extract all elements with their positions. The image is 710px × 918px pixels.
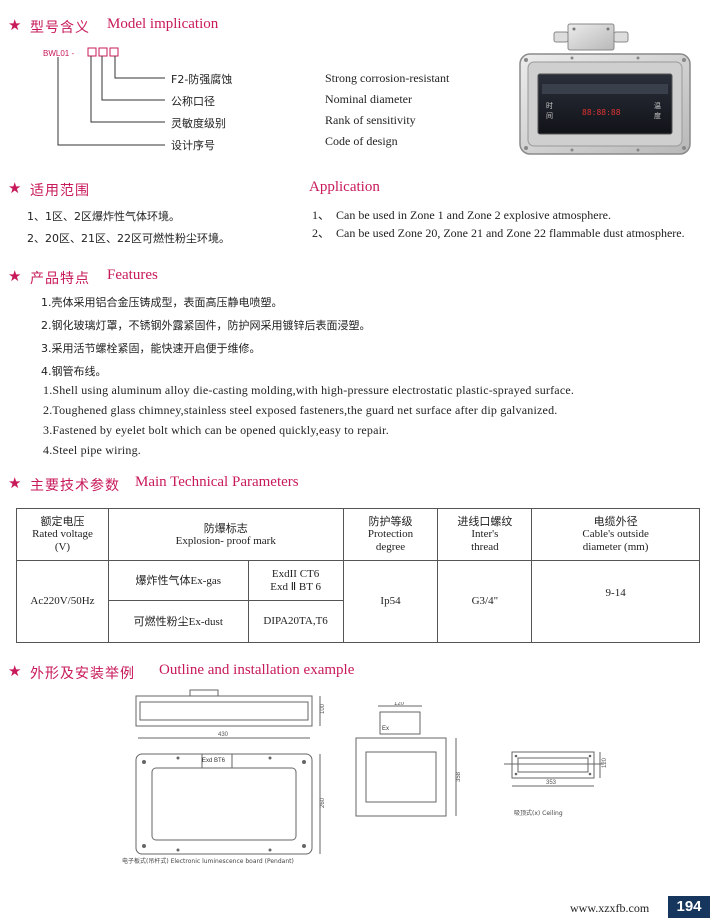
dim-120a: 120 (394, 702, 405, 707)
outline-drawing-side: 120 Ex 358 (355, 702, 462, 817)
application-item-en: 1、Can be used in Zone 1 and Zone 2 explo… (312, 208, 611, 222)
application-item-en: 2、Can be used Zone 20, Zone 21 and Zone … (312, 226, 685, 240)
feature-item-en: 2.Toughened glass chimney,stainless stee… (43, 403, 558, 417)
header-explosion-mark: 防爆标志 Explosion- proof mark (107, 508, 344, 561)
model-item-cn-2: 公称口径 (171, 95, 215, 108)
header-voltage: 额定电压 Rated voltage (V) (16, 508, 109, 561)
model-item-en-2: Nominal diameter (325, 92, 412, 106)
feature-item-cn: 1.壳体采用铝合金压铸成型，表面高压静电喷塑。 (41, 296, 283, 309)
feature-item-cn: 3.采用活节螺栓紧固，能快速开启便于维修。 (41, 342, 261, 355)
cell-dust-label: 可燃性粉尘Ex-dust (107, 600, 249, 643)
side-ex-text: Ex (382, 726, 389, 732)
feature-item-cn: 2.钢化玻璃灯罩，不锈钢外露紧固件，防护网采用镀锌后表面浸塑。 (41, 319, 371, 332)
caption-ceiling: 吸顶式(x) Ceiling (514, 810, 563, 817)
cell-cable-diameter: 9-14 (531, 560, 700, 643)
feature-item-cn: 4.钢管布线。 (41, 365, 107, 378)
caption-pendant: 电子板式(吊杆式) Electronic luminescence board … (122, 858, 294, 865)
plate-text: Exd BT6 (202, 758, 226, 764)
dim-430: 430 (218, 732, 229, 738)
svg-text:88:88:88: 88:88:88 (582, 108, 621, 117)
features-list-cn: 1.壳体采用铝合金压铸成型，表面高压静电喷塑。 2.钢化玻璃灯罩，不锈钢外露紧固… (41, 291, 371, 383)
application-list-cn: 1、1区、2区爆炸性气体环境。 2、20区、21区、22区可燃性粉尘环境。 (27, 206, 230, 250)
table-header-row: 额定电压 Rated voltage (V) 防爆标志 Explosion- p… (16, 508, 700, 561)
application-item-cn: 1、1区、2区爆炸性气体环境。 (27, 210, 180, 223)
star-bullet-icon: ★ (8, 267, 22, 285)
dim-358: 358 (456, 771, 462, 782)
tech-title-en: Main Technical Parameters (135, 474, 299, 490)
tech-title-cn: 主要技术参数 (30, 478, 120, 494)
model-title-cn: 型号含义 (30, 20, 90, 36)
feature-item-en: 1.Shell using aluminum alloy die-casting… (43, 383, 575, 397)
star-bullet-icon: ★ (8, 16, 22, 34)
cell-gas-label: 爆炸性气体Ex-gas (107, 560, 249, 601)
cell-protection: Ip54 (342, 560, 439, 643)
features-title-en: Features (107, 267, 158, 283)
header-thread: 进线口螺纹 Inter's thread (437, 508, 533, 561)
product-photo: 88:88:88 时 间 温 度 (512, 18, 697, 163)
display-label-time-2: 间 (546, 112, 553, 120)
dim-120: 120 (602, 757, 608, 768)
display-label-temp-1: 温 (654, 101, 661, 110)
dim-100: 100 (320, 703, 326, 714)
header-protection: 防护等级 Protection degree (342, 508, 439, 561)
model-item-en-1: Strong corrosion-resistant (325, 71, 450, 85)
table-row-dust: 可燃性粉尘Ex-dust DIPA20TA,T6 (17, 600, 700, 643)
dim-260: 260 (320, 797, 326, 808)
star-bullet-icon: ★ (8, 179, 22, 197)
model-item-cn-3: 灵敏度级别 (171, 117, 226, 130)
star-bullet-icon: ★ (8, 662, 22, 680)
features-list-en: 1.Shell using aluminum alloy die-casting… (43, 380, 574, 460)
model-item-cn-4: 设计序号 (171, 139, 215, 152)
display-label-time-1: 时 (546, 101, 553, 110)
model-code-prefix: BWL01 - (43, 49, 75, 58)
outline-title-cn: 外形及安装举例 (30, 666, 135, 682)
model-item-en-3: Rank of sensitivity (325, 113, 416, 127)
model-item-cn-1: F2-防强腐蚀 (171, 73, 233, 86)
cell-dust-mark: DIPA20TA,T6 (247, 600, 344, 643)
application-list-en: 1、Can be used in Zone 1 and Zone 2 explo… (312, 206, 685, 242)
cell-gas-mark: ExdII CT6 Exd Ⅱ BT 6 (247, 560, 344, 601)
feature-item-en: 3.Fastened by eyelet bolt which can be o… (43, 423, 389, 437)
cell-voltage: Ac220V/50Hz (16, 560, 109, 643)
application-title-en: Application (309, 179, 380, 195)
tech-parameters-table: 额定电压 Rated voltage (V) 防爆标志 Explosion- p… (16, 508, 700, 643)
application-item-cn: 2、20区、21区、22区可燃性粉尘环境。 (27, 232, 230, 245)
feature-item-en: 4.Steel pipe wiring. (43, 443, 141, 457)
model-code-bracket-diagram (57, 47, 165, 146)
model-item-en-4: Code of design (325, 134, 398, 148)
header-cable: 电缆外径 Cable's outside diameter (mm) (531, 508, 700, 561)
table-row-gas: Ac220V/50Hz 爆炸性气体Ex-gas ExdII CT6 Exd Ⅱ … (16, 560, 700, 643)
outline-drawing-pendant: 100 430 Exd BT6 260 (135, 689, 326, 855)
outline-title-en: Outline and installation example (159, 662, 355, 678)
outline-drawing-ceiling: 120 353 (504, 751, 608, 787)
star-bullet-icon: ★ (8, 474, 22, 492)
dim-353: 353 (546, 780, 557, 786)
features-title-cn: 产品特点 (30, 271, 90, 287)
application-title-cn: 适用范围 (30, 183, 90, 199)
page-number: 194 (676, 898, 702, 915)
model-title-en: Model implication (107, 16, 219, 32)
display-label-temp-2: 度 (654, 111, 661, 120)
cell-thread: G3/4" (437, 560, 533, 643)
page-number-badge: 194 (668, 896, 710, 918)
footer-url: www.xzxfb.com (570, 901, 650, 915)
